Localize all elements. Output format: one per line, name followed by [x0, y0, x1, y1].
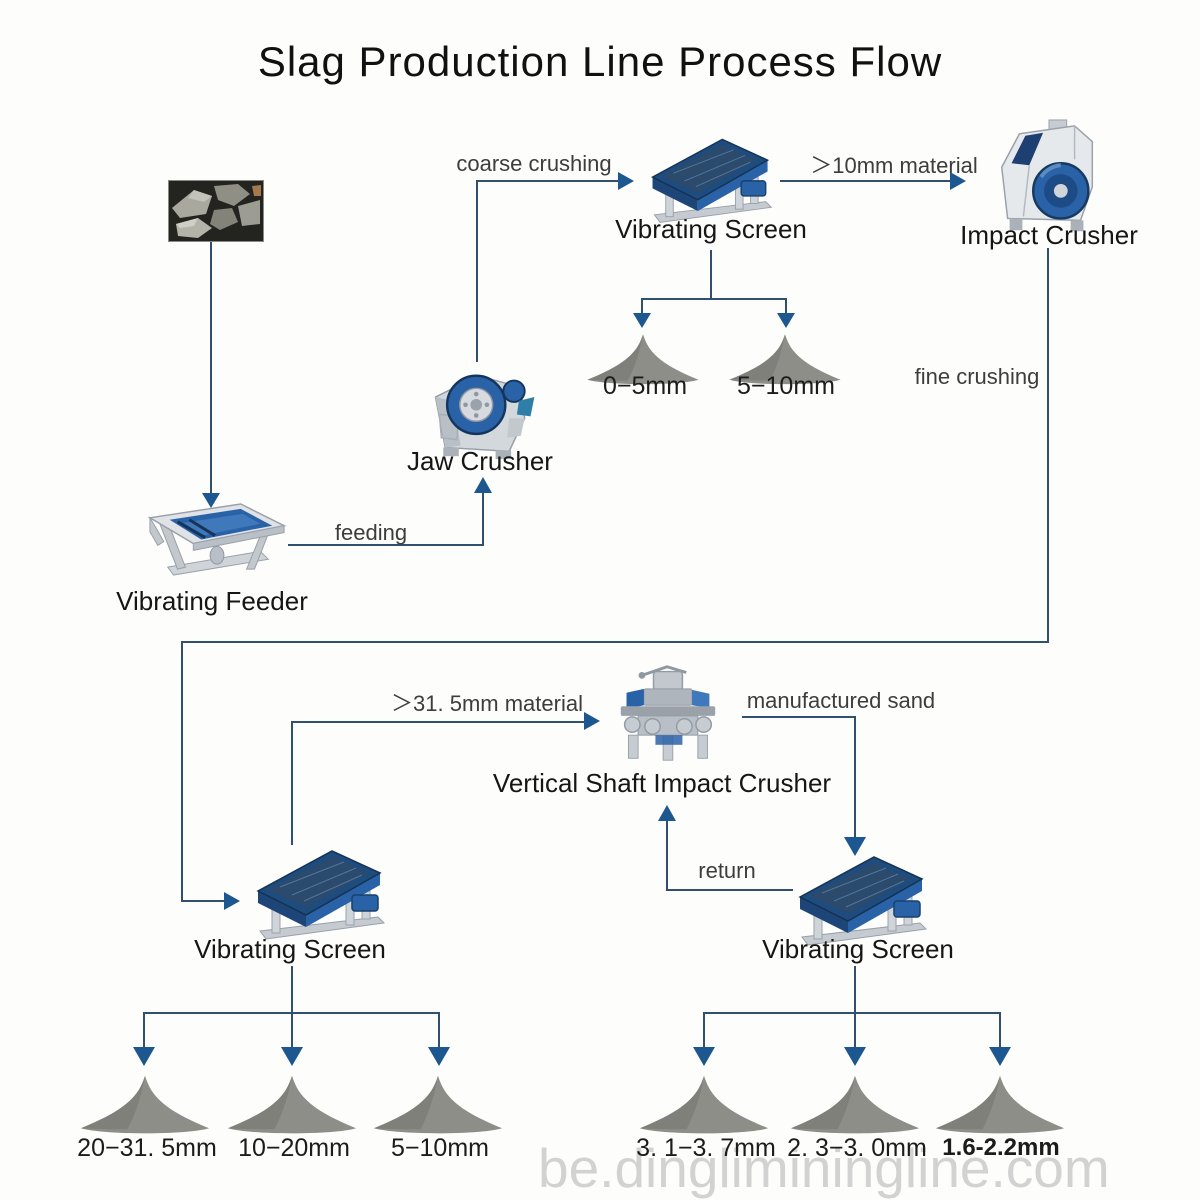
- arrow-down-icon: [844, 837, 866, 856]
- node-label-vibrating-feeder: Vibrating Feeder: [116, 586, 308, 616]
- arrow-right-icon: [584, 712, 600, 730]
- edge-label-gt10mm: ＞10mm material: [810, 153, 978, 178]
- edge-label-gt31-5mm: ＞31. 5mm material: [391, 691, 583, 716]
- flow-line: [854, 1012, 856, 1048]
- arrow-down-icon: [989, 1047, 1011, 1066]
- flow-line: [780, 180, 952, 182]
- flow-line: [291, 1012, 293, 1048]
- flow-line: [999, 1012, 1001, 1048]
- arrow-right-icon: [224, 892, 240, 910]
- flow-line: [181, 900, 225, 902]
- arrow-right-icon: [618, 172, 634, 190]
- material-pile-icon: [77, 1068, 213, 1136]
- product-label: 5−10mm: [737, 372, 835, 400]
- material-pile-icon: [726, 326, 844, 388]
- edge-label-coarse-crushing: coarse crushing: [456, 151, 612, 176]
- flow-line: [482, 492, 484, 546]
- product-label: 2. 3−3. 0mm: [787, 1134, 927, 1162]
- flow-line: [710, 250, 712, 300]
- node-label-impact-crusher: Impact Crusher: [960, 220, 1138, 250]
- arrow-down-icon: [281, 1047, 303, 1066]
- product-label: 0−5mm: [602, 372, 688, 400]
- node-label-jaw-crusher: Jaw Crusher: [407, 446, 553, 476]
- vibrating-feeder-icon: [144, 498, 292, 582]
- flow-line: [291, 966, 293, 1014]
- arrow-down-icon: [777, 313, 795, 328]
- vibrating-screen-icon: [250, 842, 390, 944]
- product-label: 5−10mm: [391, 1134, 489, 1162]
- arrow-down-icon: [633, 313, 651, 328]
- product-label: 20−31. 5mm: [77, 1134, 217, 1162]
- arrow-down-icon: [693, 1047, 715, 1066]
- flow-line: [742, 716, 856, 718]
- product-label: 1.6-2.2mm: [942, 1134, 1060, 1161]
- edge-label-return: return: [698, 858, 756, 883]
- jaw-crusher-icon: [420, 358, 546, 470]
- watermark-text: be.dingliminingline.com: [538, 1137, 1110, 1199]
- material-pile-icon: [584, 326, 702, 388]
- flow-line: [703, 1012, 705, 1048]
- node-label-vsi-crusher: Vertical Shaft Impact Crusher: [492, 768, 832, 798]
- flow-line: [641, 298, 643, 314]
- node-label-vibrating-screen-right: Vibrating Screen: [762, 934, 954, 964]
- arrow-right-icon: [950, 172, 966, 190]
- flow-line: [288, 544, 483, 546]
- flow-line: [1047, 248, 1049, 643]
- vibrating-screen-icon: [792, 848, 932, 950]
- product-label: 3. 1−3. 7mm: [636, 1134, 776, 1162]
- arrow-down-icon: [202, 493, 220, 508]
- flow-line: [438, 1012, 440, 1048]
- flow-line: [181, 641, 1049, 643]
- flow-line: [666, 820, 668, 891]
- flow-line: [854, 716, 856, 842]
- flow-line: [641, 298, 787, 300]
- arrow-down-icon: [428, 1047, 450, 1066]
- material-pile-icon: [636, 1068, 772, 1136]
- flow-line: [291, 721, 293, 845]
- node-label-vibrating-screen-top: Vibrating Screen: [615, 214, 807, 244]
- page-title: Slag Production Line Process Flow: [257, 38, 943, 85]
- flow-line: [667, 889, 793, 891]
- product-label: 10−20mm: [238, 1134, 350, 1162]
- impact-crusher-icon: [984, 118, 1112, 246]
- material-pile-icon: [370, 1068, 506, 1136]
- arrow-down-icon: [133, 1047, 155, 1066]
- edge-label-feeding: feeding: [334, 520, 408, 545]
- flow-line: [143, 1012, 145, 1048]
- flow-line: [854, 966, 856, 1014]
- edge-label-fine-crushing: fine crushing: [914, 364, 1040, 389]
- flow-line: [785, 298, 787, 314]
- node-label-vibrating-screen-left: Vibrating Screen: [194, 934, 386, 964]
- material-pile-icon: [224, 1068, 360, 1136]
- edge-label-manufactured-sand: manufactured sand: [746, 688, 936, 713]
- flow-line: [291, 721, 585, 723]
- material-pile-icon: [787, 1068, 923, 1136]
- flow-line: [210, 242, 212, 494]
- vibrating-screen-icon: [645, 130, 777, 228]
- flow-line: [476, 180, 478, 362]
- flow-line: [476, 180, 620, 182]
- raw-material-photo: [168, 180, 264, 242]
- vsi-crusher-icon: [598, 660, 736, 766]
- arrow-up-icon: [474, 477, 492, 493]
- material-pile-icon: [932, 1068, 1068, 1136]
- flow-line: [704, 1012, 1000, 1014]
- arrow-down-icon: [844, 1047, 866, 1066]
- arrow-up-icon: [658, 805, 676, 821]
- flow-line: [181, 641, 183, 902]
